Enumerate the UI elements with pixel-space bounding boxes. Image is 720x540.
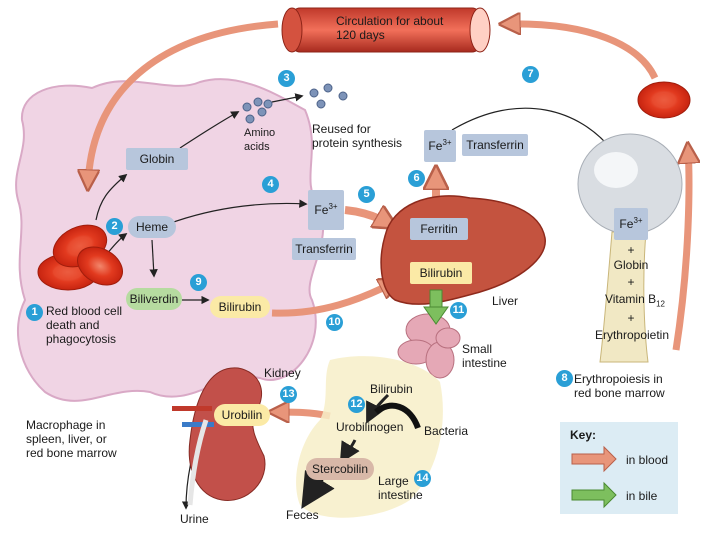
- bone: [577, 133, 683, 363]
- step-badge-2: 2: [106, 218, 123, 235]
- bilirubin-macrophage-box: Bilirubin: [210, 296, 270, 318]
- fe-to-liver-arrow: [344, 210, 392, 225]
- step-badge-7: 7: [522, 66, 539, 83]
- fe-box-macrophage: Fe3+: [308, 190, 344, 230]
- kidney-organ: [172, 367, 266, 506]
- fe-symbol: Fe: [314, 203, 329, 217]
- marrow-plus-2: +: [627, 275, 635, 289]
- small-intestine: [397, 313, 461, 379]
- amino-acids-label: Amino acids: [244, 127, 276, 153]
- heme-box: Heme: [128, 216, 176, 238]
- vitamin-subscript: 12: [656, 299, 666, 309]
- step-badge-14: 14: [414, 470, 431, 487]
- liver-label: Liver: [492, 294, 519, 308]
- fe-charge: 3+: [442, 138, 452, 147]
- step8-text: Erythropoiesis in red bone marrow: [574, 372, 665, 400]
- stercobilin-box: Stercobilin: [306, 458, 374, 480]
- fe-box-transferrin: Fe3+: [424, 130, 456, 162]
- dying-red-blood-cells: [37, 224, 123, 291]
- liver-to-intestine-bile-arrow: [423, 289, 449, 325]
- urine-label: Urine: [180, 512, 209, 526]
- kidney-label: Kidney: [264, 366, 301, 380]
- bacteria-curved-arrow: [374, 402, 421, 430]
- urobilin-to-kidney-arrow: [274, 412, 331, 416]
- transferrin-box-upper: Transferrin: [462, 134, 528, 156]
- vitamin-b12-label: Vitamin B12: [594, 292, 676, 311]
- vitamin-text: Vitamin B: [604, 292, 657, 306]
- key-panel: [560, 422, 678, 514]
- bilirubin-to-liver-arrow: [271, 282, 395, 317]
- step11-text: Small intestine: [462, 342, 507, 370]
- liver-organ: [380, 195, 546, 305]
- heme-to-biliverdin-arrow: [149, 239, 158, 278]
- stercobilin-to-feces-arrow: [301, 469, 335, 509]
- ferritin-box: Ferritin: [410, 218, 468, 240]
- key-bile-label: in bile: [626, 489, 658, 503]
- fe-symbol: Fe: [428, 139, 443, 153]
- fe-charge: 3+: [633, 216, 643, 225]
- key-title: Key:: [570, 428, 597, 442]
- fe-symbol: Fe: [619, 217, 634, 231]
- biliverdin-box: Biliverdin: [126, 288, 182, 310]
- fe-box-marrow: Fe3+: [614, 208, 648, 240]
- bilirubin-to-urobilinogen-arrow: [366, 393, 390, 424]
- key-blood-label: in blood: [626, 453, 669, 467]
- intestine-bilirubin-label: Bilirubin: [370, 382, 413, 396]
- fe-charge: 3+: [328, 202, 338, 211]
- step3-text: Reused for protein synthesis: [312, 122, 403, 150]
- urobilinogen-label: Urobilinogen: [336, 420, 404, 434]
- new-red-blood-cell: [637, 81, 691, 119]
- feces-label: Feces: [286, 508, 319, 522]
- urobilin-box: Urobilin: [214, 404, 270, 426]
- step-badge-11: 11: [450, 302, 467, 319]
- step-badge-13: 13: [280, 386, 297, 403]
- bacteria-label: Bacteria: [424, 424, 469, 438]
- step-badge-1: 1: [26, 304, 43, 321]
- step-badge-4: 4: [262, 176, 279, 193]
- amino-acid-molecules: [242, 83, 348, 124]
- circulation-to-macrophage-arrow: [88, 20, 279, 185]
- globin-box: Globin: [126, 148, 188, 170]
- step1-text: Red blood cell death and phagocytosis: [46, 304, 123, 346]
- step14-text: Large intestine: [378, 474, 423, 502]
- step-badge-5: 5: [358, 186, 375, 203]
- macrophage-label: Macrophage in spleen, liver, or red bone…: [26, 418, 117, 460]
- blood-vessel: [281, 7, 491, 53]
- step-badge-10: 10: [326, 314, 343, 331]
- rbc-to-globin-arrow: [95, 173, 128, 221]
- marrow-plus-1: +: [627, 243, 635, 257]
- marrow-globin-label: Globin: [613, 258, 649, 272]
- step-badge-9: 9: [190, 274, 207, 291]
- bilirubin-liver-box: Bilirubin: [410, 262, 472, 284]
- step-badge-3: 3: [278, 70, 295, 87]
- transferrin-box-lower: Transferrin: [292, 238, 356, 260]
- heme-to-fe-arrow: [167, 199, 308, 225]
- step-badge-6: 6: [408, 170, 425, 187]
- circulation-label: Circulation for about 120 days: [336, 14, 444, 42]
- step-badge-8: 8: [556, 370, 573, 387]
- amino-to-reuse-arrow: [271, 93, 304, 103]
- globin-to-amino-arrow: [179, 111, 240, 149]
- marrow-to-circulation-arrow: [505, 24, 659, 80]
- erythropoietin-label: Erythropoietin: [594, 328, 670, 342]
- step-badge-12: 12: [348, 396, 365, 413]
- transferrin-to-marrow-arrow: [451, 107, 614, 152]
- marrow-up-arrow: [672, 148, 689, 351]
- marrow-plus-3: +: [627, 311, 635, 325]
